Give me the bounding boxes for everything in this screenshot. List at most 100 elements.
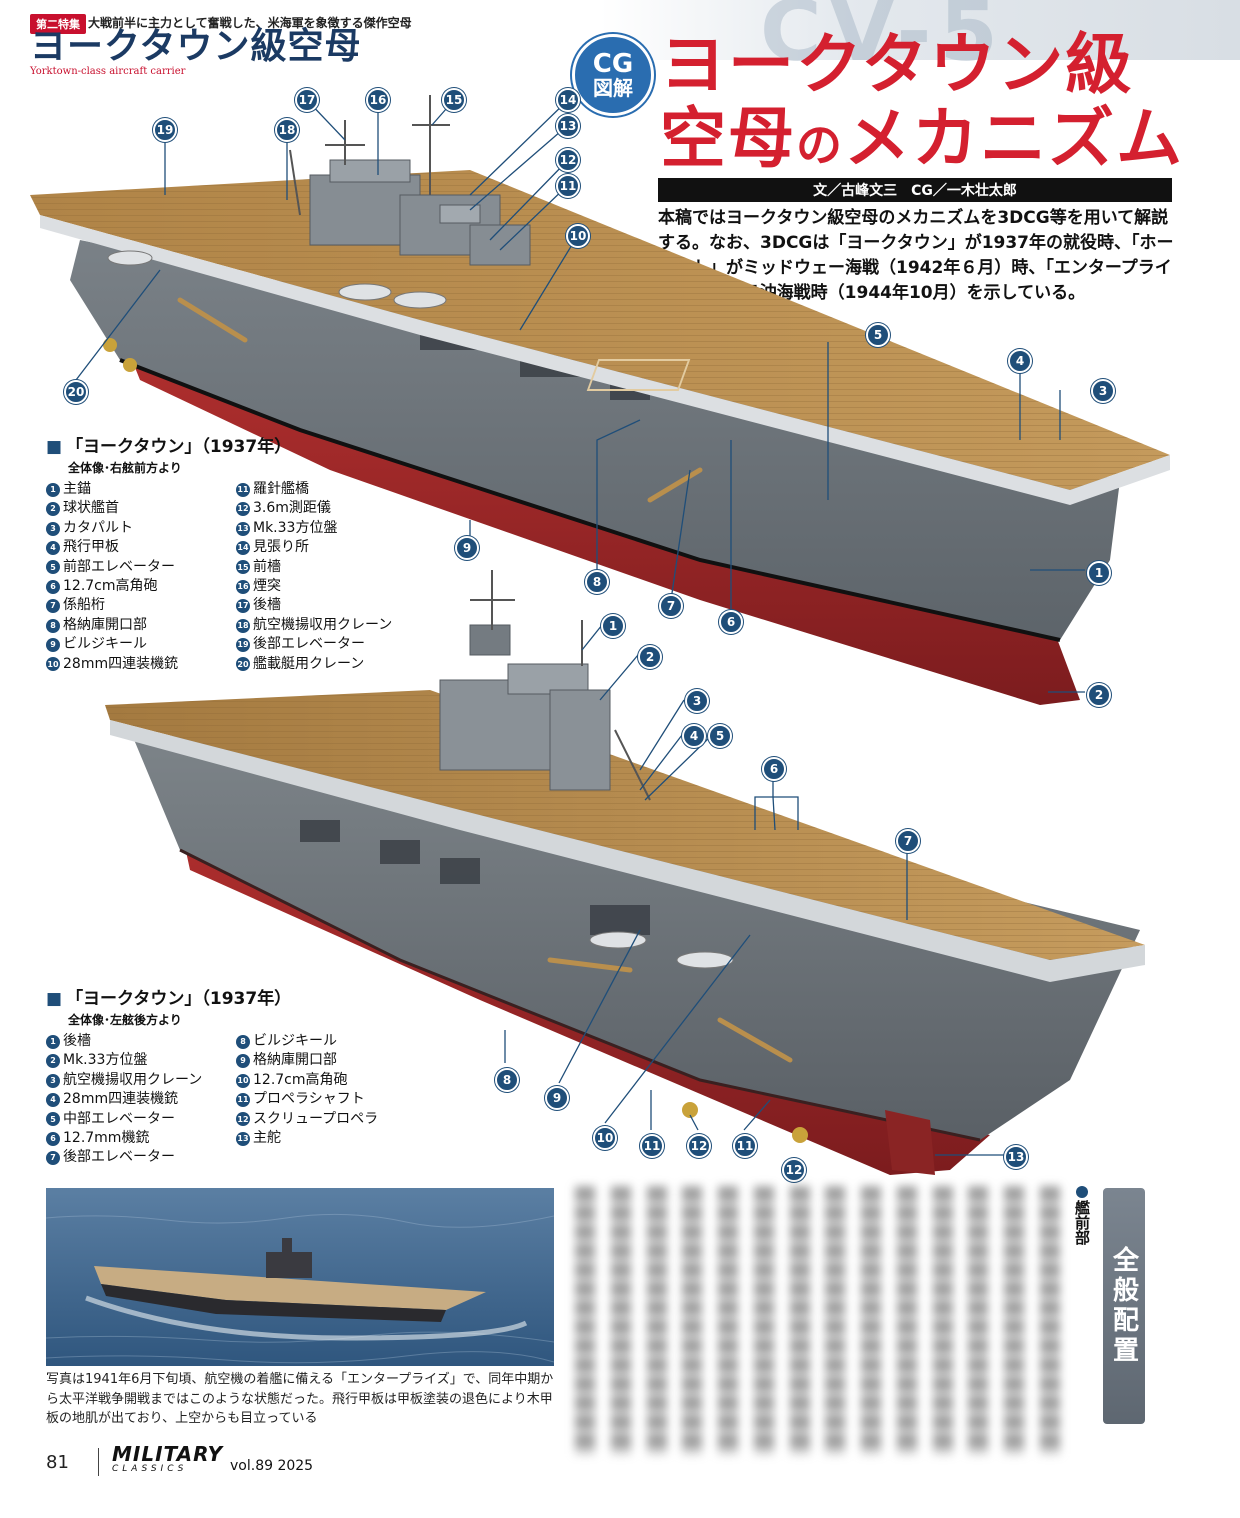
callout-1-1: 1: [1087, 561, 1111, 585]
legend-figure2-subheading: 全体像･左舷後方より: [68, 1013, 182, 1027]
legend-number-icon: 7: [46, 1151, 60, 1166]
legend-number-icon: 12: [236, 502, 250, 517]
legend-number-icon: 11: [236, 1092, 250, 1107]
subsection-dot-icon: [1076, 1186, 1088, 1198]
credits-bar: 文／古峰文三 CG／一木壮太郎: [658, 178, 1172, 202]
legend-figure2-heading: 「ヨークタウン」（1937年）: [46, 984, 426, 1009]
body-text-column: [1004, 1186, 1025, 1454]
legend-label: 前部エレベーター: [63, 558, 175, 575]
callout-2-1: 1: [601, 614, 625, 638]
legend-label: 主舵: [253, 1130, 281, 1147]
photo-caption: 写真は1941年6月下旬頃、航空機の着艦に備える「エンタープライズ」で、同年中期…: [46, 1372, 554, 1426]
callout-2-13: 13: [1004, 1145, 1028, 1169]
callout-2-10: 10: [593, 1126, 617, 1150]
legend-label: 格納庫開口部: [63, 616, 147, 633]
callout-1-7: 7: [659, 594, 683, 618]
legend-label: 後部エレベーター: [253, 636, 365, 653]
callout-1-10: 10: [566, 224, 590, 248]
magazine-name: MILITARY: [112, 1442, 224, 1466]
legend-number-icon: 19: [236, 637, 250, 652]
subsection-label: 艦前部: [1073, 1200, 1091, 1245]
legend-number-icon: 12: [236, 1112, 250, 1127]
legend-number-icon: 15: [236, 560, 250, 575]
legend-number-icon: 11: [236, 482, 250, 497]
body-text-column: [575, 1186, 595, 1454]
title-line2: 空母のメカニズム: [660, 99, 1184, 177]
legend-label: 羅針艦橋: [253, 481, 309, 497]
legend-label: 12.7cm高角砲: [63, 578, 158, 595]
series-tag: 第二特集: [30, 14, 86, 34]
page-title: ヨークタウン級 空母のメカニズム: [660, 28, 1184, 176]
legend-label: 艦載艇用クレーン: [253, 655, 365, 672]
callout-1-3: 3: [1091, 379, 1115, 403]
callout-2-3: 3: [685, 689, 709, 713]
body-text-column: [610, 1186, 631, 1454]
callout-2-5: 5: [708, 724, 732, 748]
callout-1-9: 9: [455, 536, 479, 560]
legend-number-icon: 6: [46, 579, 60, 594]
legend-label: Mk.33方位盤: [63, 1052, 148, 1069]
legend-label: Mk.33方位盤: [253, 519, 338, 536]
legend-label: 前檣: [253, 558, 281, 575]
body-text-blurred: [565, 1180, 1070, 1460]
magazine-subname: CLASSICS: [112, 1464, 188, 1474]
section-band-label: 全般配置: [1108, 1246, 1139, 1366]
body-text-column: [753, 1186, 774, 1454]
legend-label: 後檣: [253, 597, 281, 614]
callout-2-6: 6: [762, 757, 786, 781]
subsection-marker: 艦前部: [1066, 1186, 1098, 1245]
legend-figure1-heading: 「ヨークタウン」（1937年）: [46, 432, 426, 457]
legend-figure1-subheading: 全体像･右舷前方より: [68, 461, 182, 475]
callout-1-6: 6: [719, 610, 743, 634]
legend-label: 28mm四連装機銃: [63, 1091, 179, 1108]
badge-line1: CG: [592, 49, 634, 79]
legend-number-icon: 2: [46, 1054, 60, 1069]
legend-number-icon: 16: [236, 579, 250, 594]
body-text-column: [1039, 1186, 1060, 1454]
body-text-column: [718, 1186, 739, 1454]
callout-2-12a: 12: [687, 1134, 711, 1158]
callout-1-15: 15: [442, 88, 466, 112]
body-text-column: [932, 1186, 953, 1454]
legend-number-icon: 4: [46, 1092, 60, 1107]
magazine-volume: vol.89 2025: [230, 1458, 314, 1474]
legend-number-icon: 10: [236, 1073, 250, 1088]
header-background-texture: [600, 0, 1240, 60]
callout-2-9: 9: [545, 1086, 569, 1110]
legend-number-icon: 5: [46, 1112, 60, 1127]
callout-2-11a: 11: [640, 1134, 664, 1158]
legend-number-icon: 6: [46, 1131, 60, 1146]
series-subtitle: Yorktown-class aircraft carrier: [30, 66, 186, 77]
callout-2-4: 4: [682, 724, 706, 748]
body-text-column: [789, 1186, 810, 1454]
title-line2a: 空母: [660, 99, 796, 177]
legend-number-icon: 17: [236, 599, 250, 614]
legend-number-icon: 9: [46, 637, 60, 652]
title-line2c: メカニズム: [844, 99, 1184, 177]
legend-label: ビルジキール: [253, 1033, 337, 1049]
legend-figure2: 「ヨークタウン」（1937年） 全体像･左舷後方より 1後檣2Mk.33方位盤3…: [46, 984, 426, 1168]
callout-1-4: 4: [1008, 349, 1032, 373]
legend-number-icon: 1: [46, 1034, 60, 1049]
legend-label: 後檣: [63, 1033, 91, 1049]
callout-1-11: 11: [556, 174, 580, 198]
